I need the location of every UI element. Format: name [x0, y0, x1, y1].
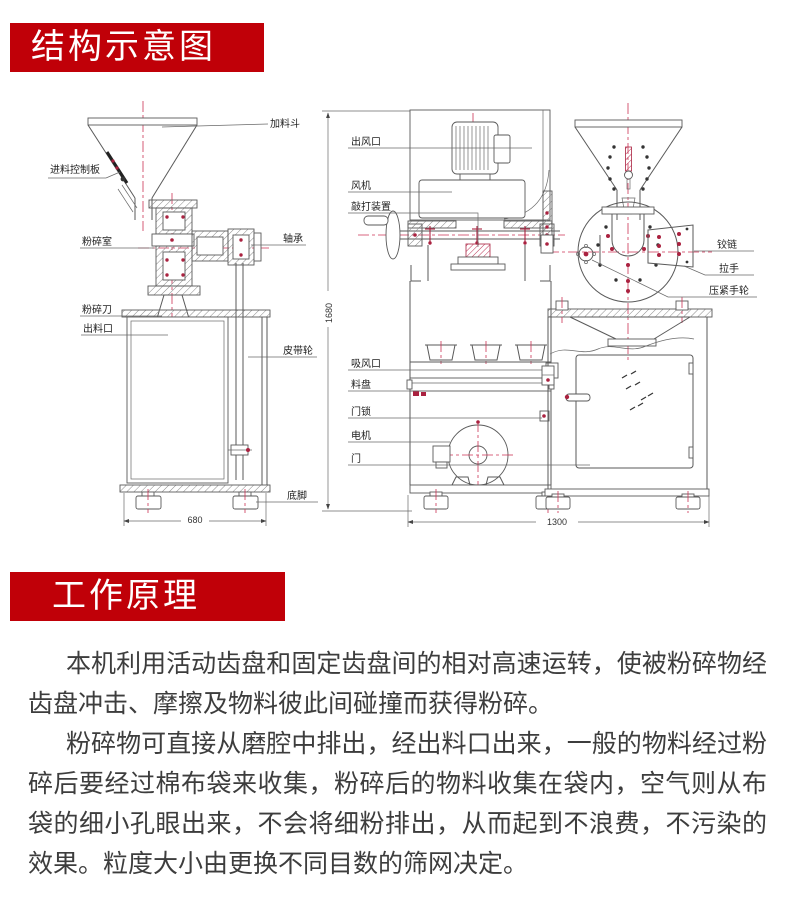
motor-shape	[432, 420, 514, 491]
label-crushing-blade: 粉碎刀	[82, 303, 112, 316]
label-foot: 底脚	[287, 489, 307, 502]
front-view: 1680	[321, 109, 710, 527]
principle-section-title: 工作原理	[10, 572, 285, 621]
grinding-head-assembly	[147, 199, 262, 296]
dim-1680-text: 1680	[324, 303, 334, 323]
side-base-shape	[547, 297, 713, 347]
label-door: 门	[351, 452, 361, 465]
principle-paragraph-2: 粉碎物可直接从磨腔中排出，经出料口出来，一般的物料经过粉碎后要经过棉布袋来收集，…	[28, 730, 767, 878]
label-knocking-device: 敲打装置	[351, 200, 391, 213]
side-hopper-shape	[574, 119, 683, 220]
dim-680: 680	[123, 493, 267, 526]
clamp-handwheel-shape	[576, 244, 596, 264]
label-discharge-outlet: 出料口	[83, 322, 113, 335]
side-cabinet-shape	[541, 317, 710, 513]
label-motor: 电机	[351, 429, 371, 442]
label-material-tray: 料盘	[351, 378, 371, 391]
dim-1300: 1300	[407, 495, 710, 527]
belt-shape	[228, 263, 252, 480]
label-handle: 拉手	[719, 262, 739, 275]
mid-cabinet-shape	[406, 281, 561, 513]
dim-1300-text: 1300	[547, 517, 567, 527]
grinding-chamber-shape	[540, 190, 694, 303]
dim-1680: 1680	[321, 110, 412, 512]
machine-structure-diagram: 680 加料斗 进料控制板 粉碎室 轴承 皮带轮 粉碎刀 出料口 底脚	[48, 101, 757, 527]
label-clamp-handwheel: 压紧手轮	[709, 284, 749, 297]
tray-shapes	[425, 341, 547, 364]
label-crushing-chamber: 粉碎室	[82, 235, 112, 248]
structure-section-title: 结构示意图	[10, 23, 264, 72]
feed-control-plate-shape	[105, 151, 129, 184]
label-door-lock: 门锁	[351, 405, 371, 418]
label-feed-control-plate: 进料控制板	[50, 163, 100, 176]
label-suction-inlet: 吸风口	[351, 358, 381, 370]
hinge-door-plate-shape	[647, 224, 694, 268]
dim-680-text: 680	[187, 515, 202, 525]
label-hinge: 铰链	[717, 238, 737, 251]
label-belt-pulley: 皮带轮	[283, 344, 313, 357]
left-view: 680 加料斗 进料控制板 粉碎室 轴承 皮带轮 粉碎刀 出料口 底脚	[48, 101, 318, 526]
side-view: 铰链 拉手 压紧手轮	[540, 103, 757, 513]
upper-housing-shape	[409, 109, 551, 221]
label-fan: 风机	[351, 179, 371, 192]
label-hopper: 加料斗	[270, 117, 300, 130]
label-air-outlet: 出风口	[351, 135, 381, 148]
left-cabinet-shape	[119, 309, 271, 513]
working-principle-text: 本机利用活动齿盘和固定齿盘间的相对高速运转，使被粉碎物经齿盘冲击、摩擦及物料彼此…	[0, 644, 790, 884]
principle-paragraph-1: 本机利用活动齿盘和固定齿盘间的相对高速运转，使被粉碎物经齿盘冲击、摩擦及物料彼此…	[28, 650, 767, 718]
label-bearing: 轴承	[283, 232, 303, 245]
beater-shaft-shape	[358, 210, 565, 282]
